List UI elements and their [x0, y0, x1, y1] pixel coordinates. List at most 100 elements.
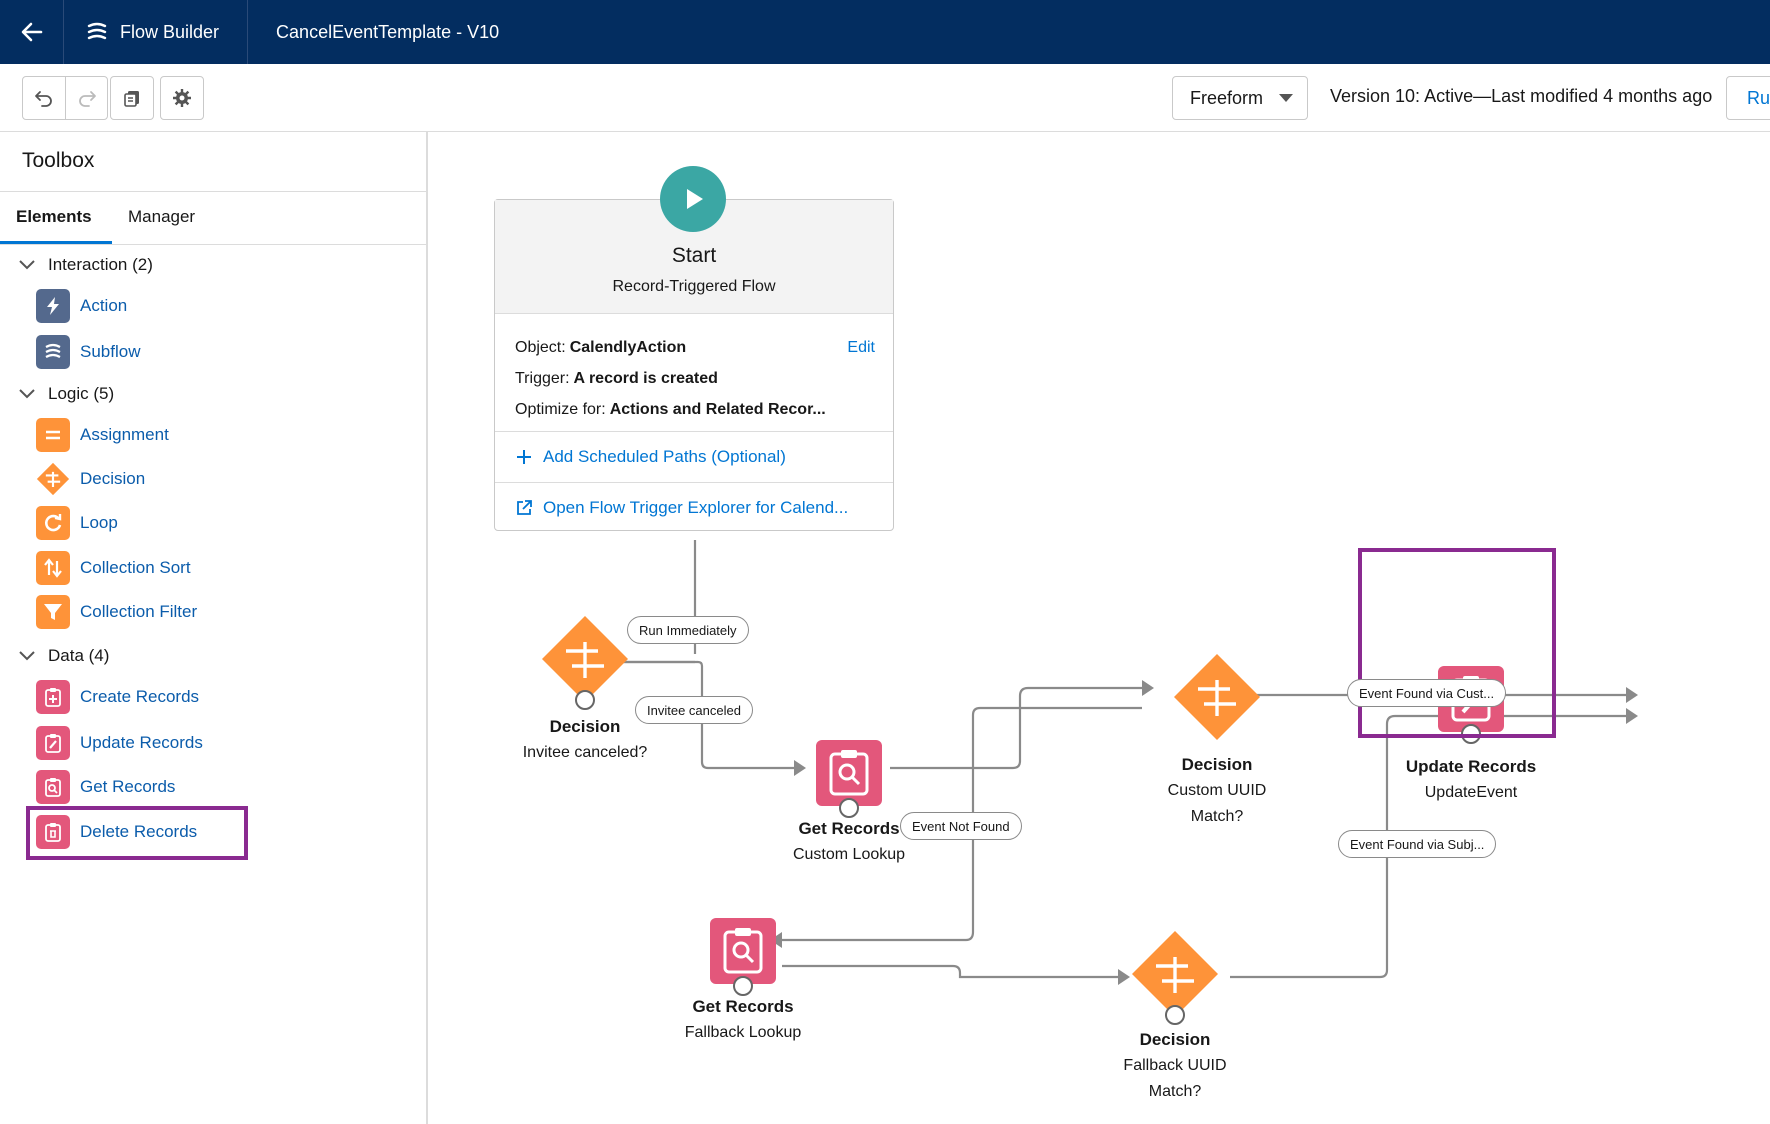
node-name-line1: Custom UUID — [1167, 782, 1267, 799]
highlight-box — [26, 806, 248, 860]
toolbox-item-decision[interactable]: Decision — [36, 462, 145, 496]
gear-icon — [173, 89, 191, 107]
external-link-icon — [517, 499, 532, 515]
node-type: Decision — [549, 717, 621, 736]
create-records-icon — [36, 680, 70, 714]
toolbox-item-label: Get Records — [80, 777, 176, 796]
start-node[interactable]: Start Record-Triggered Flow Object:Calen… — [494, 199, 894, 531]
section-label: Logic (5) — [48, 384, 115, 403]
toolbox-item-label: Loop — [80, 513, 118, 532]
node-name-line2: Match? — [1148, 1083, 1202, 1100]
flow-icon — [87, 22, 107, 40]
add-scheduled-paths-link[interactable]: Add Scheduled Paths (Optional) — [495, 432, 893, 482]
node-type: Get Records — [798, 819, 900, 838]
toolbox-item-label: Assignment — [80, 425, 169, 444]
sort-icon — [36, 551, 70, 585]
toolbar: Freeform Version 10: Active—Last modifie… — [0, 64, 1770, 132]
toolbox-item-label: Delete Records — [80, 822, 198, 841]
decision-custom-node[interactable] — [1172, 652, 1262, 744]
layout-select-value: Freeform — [1190, 87, 1264, 108]
toolbox-item-label: Update Records — [80, 733, 203, 752]
toolbox-item-get-records[interactable]: Get Records — [36, 770, 175, 804]
connector-event-found-subject[interactable]: Event Found via Subj... — [1338, 830, 1497, 858]
open-trigger-explorer-label: Open Flow Trigger Explorer for Calend... — [543, 497, 849, 517]
flow-icon — [36, 335, 70, 369]
tab-elements[interactable]: Elements — [16, 207, 92, 226]
connector-event-not-found[interactable]: Event Not Found — [900, 812, 1022, 840]
redo-icon — [78, 91, 96, 107]
delete-records-icon — [36, 815, 70, 849]
plus-icon — [517, 450, 531, 464]
toolbox-item-label: Collection Sort — [80, 558, 191, 577]
toolbox-item-create-records[interactable]: Create Records — [36, 680, 199, 714]
node-name: Custom Lookup — [792, 846, 906, 863]
version-status: Version 10: Active—Last modified 4 month… — [1330, 86, 1713, 106]
edit-link[interactable]: Edit — [847, 339, 875, 356]
optimize-label: Optimize for: — [515, 401, 606, 418]
start-subtitle: Record-Triggered Flow — [612, 278, 776, 295]
update-records-label: Update Records UpdateEvent — [1361, 754, 1581, 806]
decision-fallback-node[interactable] — [1130, 929, 1220, 1025]
settings-group — [160, 76, 204, 120]
node-name-line1: Fallback UUID — [1123, 1057, 1227, 1074]
toolbox-item-loop[interactable]: Loop — [36, 506, 118, 540]
tab-manager[interactable]: Manager — [128, 207, 196, 226]
redo-button[interactable] — [65, 77, 107, 119]
filter-icon — [36, 595, 70, 629]
settings-button[interactable] — [161, 77, 203, 119]
toolbox-tabs: Elements Manager — [0, 192, 426, 245]
play-icon — [660, 166, 726, 232]
toolbox-item-collection-filter[interactable]: Collection Filter — [36, 595, 197, 629]
assignment-icon — [36, 418, 70, 452]
lightning-icon — [36, 289, 70, 323]
copy-icon — [124, 91, 139, 107]
start-title: Start — [671, 244, 717, 267]
update-records-highlight — [1358, 548, 1556, 738]
run-button[interactable]: Ru — [1726, 76, 1770, 120]
toolbox-item-delete-records[interactable]: Delete Records — [36, 815, 197, 849]
toolbox-item-label: Decision — [80, 469, 146, 488]
connector-event-found-custom[interactable]: Event Found via Cust... — [1347, 679, 1507, 707]
connector-run-immediately[interactable]: Run Immediately — [627, 616, 749, 644]
get-records-custom-node[interactable] — [814, 738, 884, 818]
toolbox-item-label: Subflow — [80, 342, 141, 361]
app-name: Flow Builder — [120, 21, 220, 42]
section-label: Data (4) — [48, 646, 110, 665]
run-button-label: Ru — [1747, 88, 1770, 108]
get-records-icon — [36, 770, 70, 804]
start-details: Object:CalendlyAction Trigger:A record i… — [495, 314, 893, 432]
active-tab-indicator — [0, 241, 112, 244]
toolbox-item-collection-sort[interactable]: Collection Sort — [36, 551, 191, 585]
copy-button[interactable] — [111, 77, 153, 119]
toolbox-item-label: Action — [80, 296, 128, 315]
toolbox-item-subflow[interactable]: Subflow — [36, 335, 140, 369]
toolbox-panel: Toolbox Elements Manager Interaction (2)… — [0, 132, 428, 1124]
node-type: Get Records — [692, 997, 794, 1016]
open-trigger-explorer-link[interactable]: Open Flow Trigger Explorer for Calend... — [495, 482, 893, 532]
toolbox-item-label: Collection Filter — [80, 602, 198, 621]
chevron-down-icon — [19, 260, 35, 270]
section-logic[interactable]: Logic (5) — [18, 384, 114, 404]
trigger-value: A record is created — [573, 370, 718, 387]
toolbox-item-update-records[interactable]: Update Records — [36, 726, 203, 760]
app-name-section: Flow Builder — [64, 0, 249, 64]
chevron-down-icon — [19, 389, 35, 399]
connector-invitee-canceled[interactable]: Invitee canceled — [635, 696, 753, 724]
decision-invitee-node[interactable] — [540, 614, 630, 710]
optimize-value: Actions and Related Recor... — [609, 401, 826, 418]
get-records-fallback-node[interactable] — [708, 916, 778, 996]
section-interaction[interactable]: Interaction (2) — [18, 255, 153, 275]
node-name-line2: Match? — [1190, 808, 1244, 825]
toolbox-item-assignment[interactable]: Assignment — [36, 418, 169, 452]
chevron-down-icon — [19, 651, 35, 661]
toolbox-title: Toolbox — [0, 132, 426, 192]
undo-button[interactable] — [23, 77, 65, 119]
flow-canvas[interactable]: Start Record-Triggered Flow Object:Calen… — [430, 132, 1770, 1124]
layout-select[interactable]: Freeform — [1172, 76, 1308, 120]
loop-icon — [36, 506, 70, 540]
node-type: Decision — [1139, 1030, 1211, 1049]
toolbox-item-action[interactable]: Action — [36, 289, 127, 323]
section-data[interactable]: Data (4) — [18, 646, 109, 666]
back-button[interactable] — [0, 0, 64, 64]
arrow-left-icon — [21, 22, 42, 42]
